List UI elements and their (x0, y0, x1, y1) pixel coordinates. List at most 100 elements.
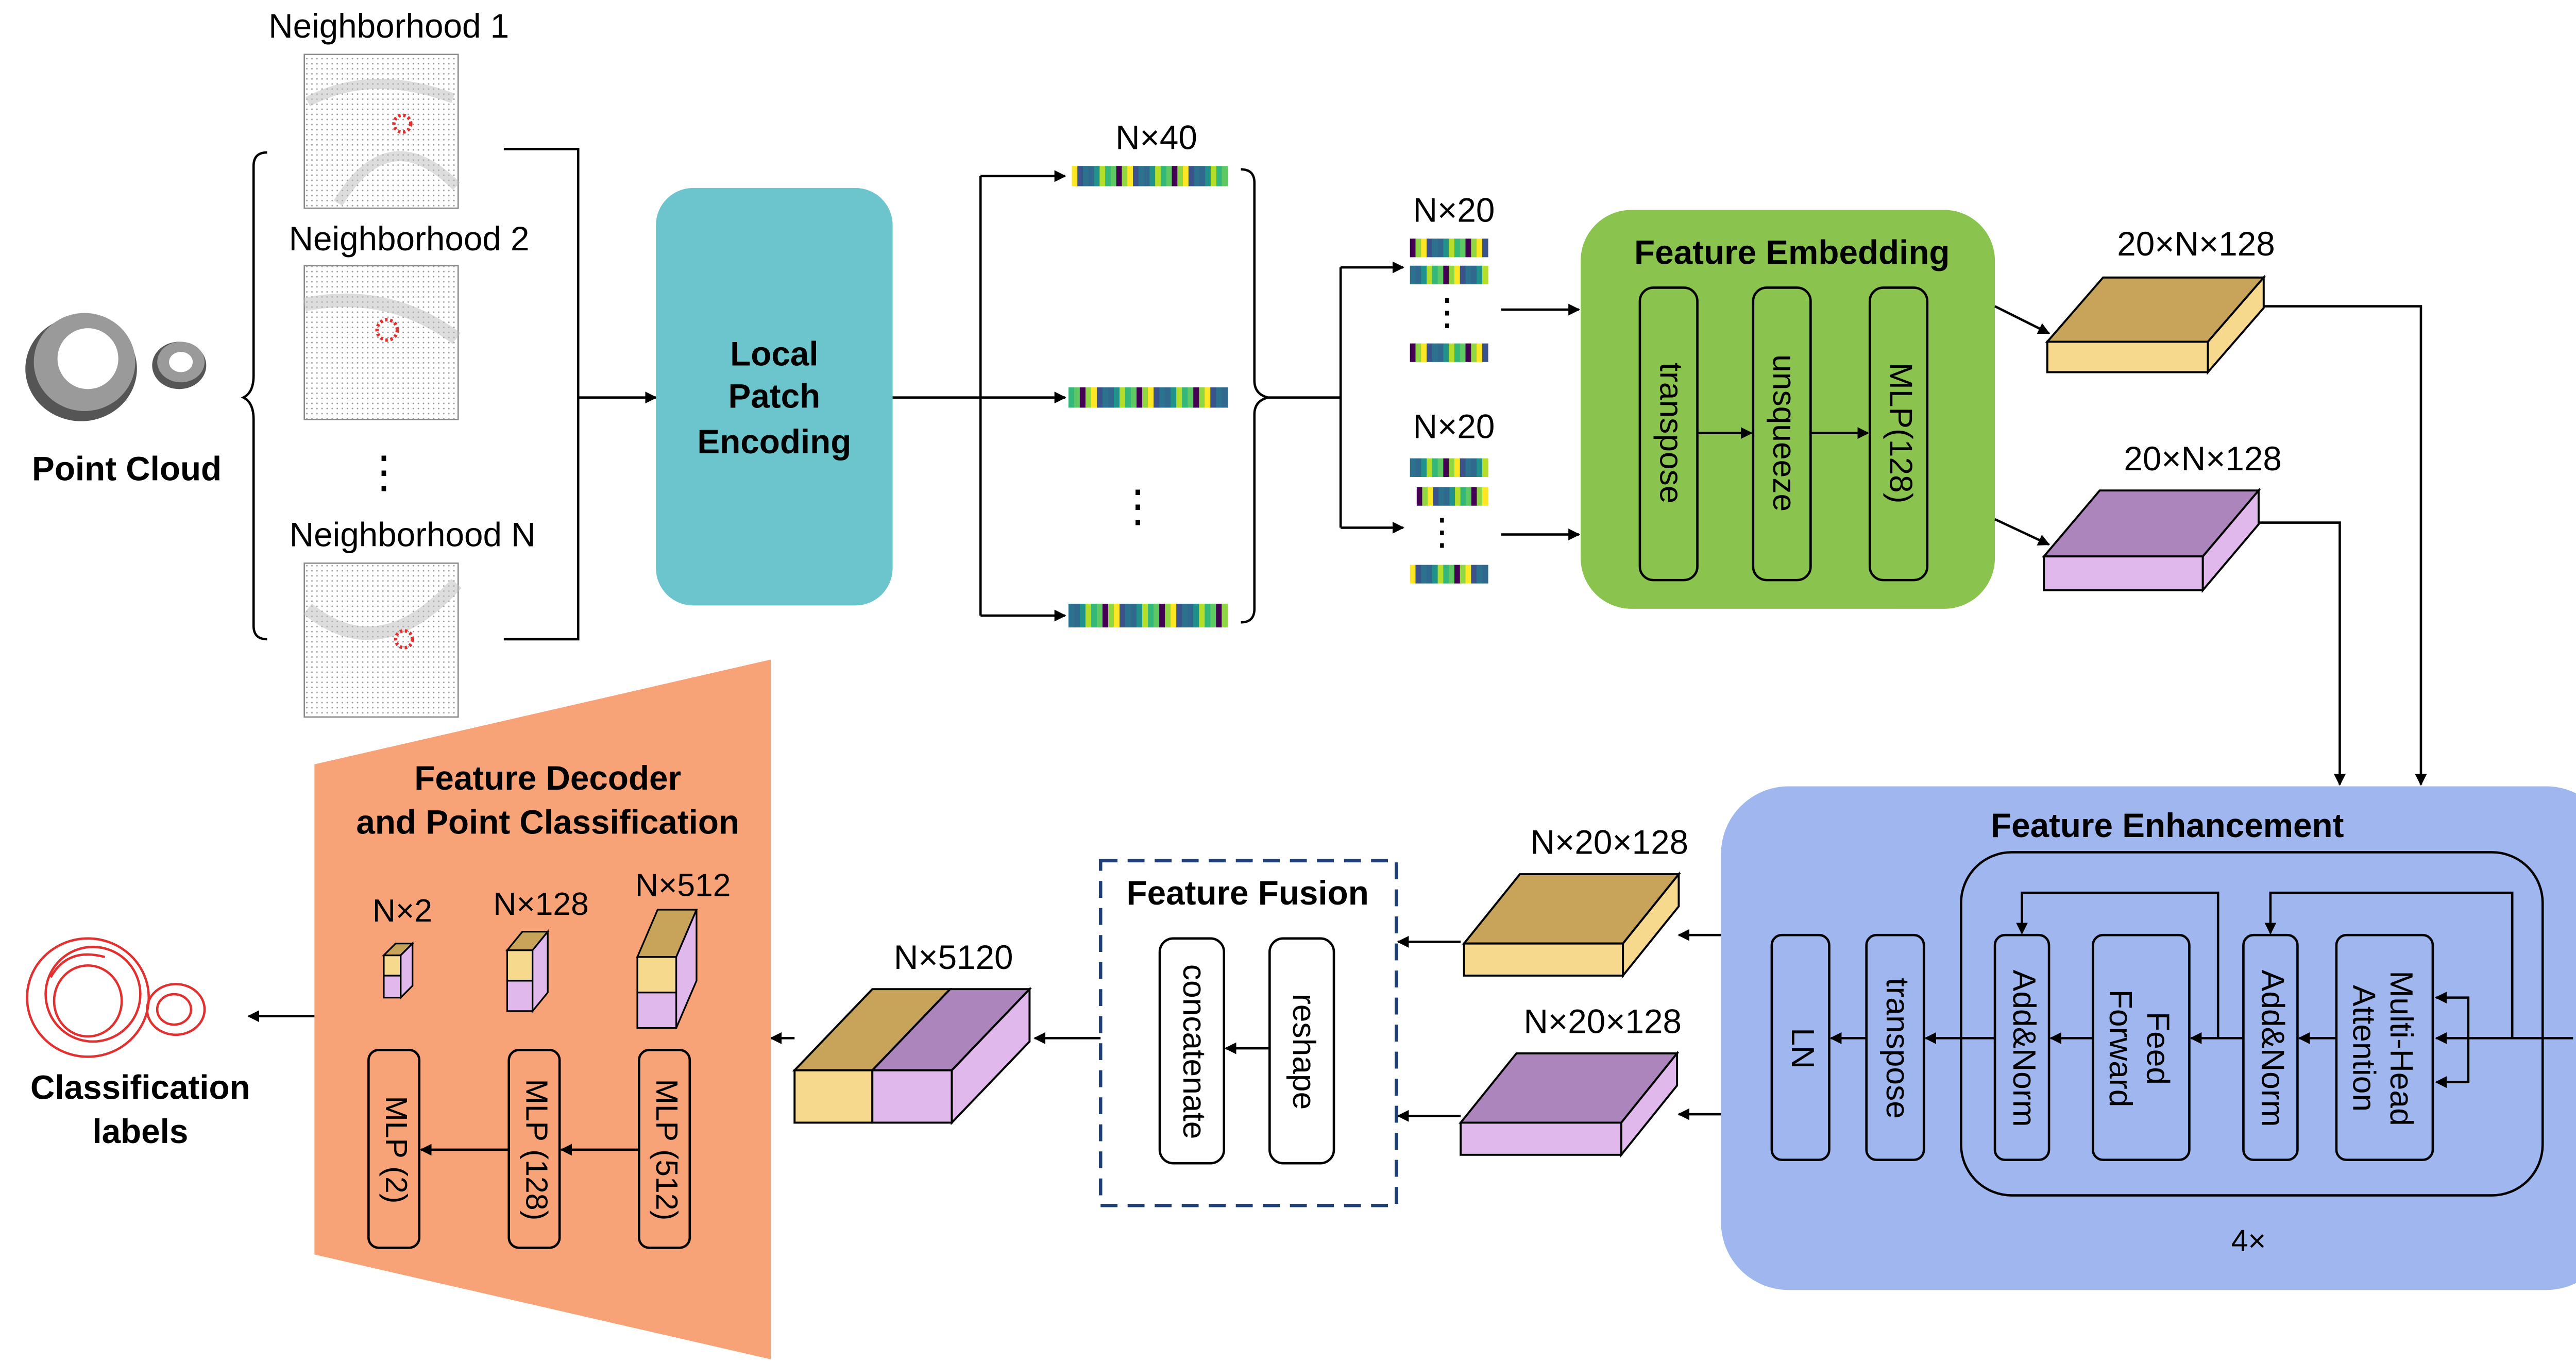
feature-stripe (1148, 604, 1155, 627)
feature-stripe (1477, 238, 1483, 258)
local-patch-line1: Local (730, 335, 818, 372)
feature-stripe (1183, 166, 1189, 186)
feature-stripe (1482, 238, 1488, 258)
feature-stripe (1443, 265, 1450, 284)
feature-stripe (1176, 604, 1183, 627)
op-ln-box (1770, 933, 1831, 1161)
encoder-block-frame (1960, 851, 2544, 1197)
feature-stripe (1099, 166, 1106, 186)
feature-bar-n20-a3 (1410, 343, 1488, 362)
feature-stripe (1159, 604, 1166, 627)
feature-stripe (1465, 265, 1472, 284)
feature-stripe (1415, 238, 1422, 258)
residual-1 (2264, 891, 2514, 1038)
feature-stripe (1416, 487, 1423, 506)
feature-stripe (1205, 166, 1211, 186)
feature-stripe (1454, 565, 1461, 584)
feature-stripe (1188, 166, 1195, 186)
feature-stripe (1154, 604, 1160, 627)
feature-stripe (1155, 166, 1161, 186)
arrow-to-enhancement-2 (2258, 521, 2346, 786)
feature-stripe (1177, 166, 1184, 186)
feature-stripe (1449, 265, 1455, 284)
feature-stripe (1122, 166, 1128, 186)
feature-stripe (1125, 604, 1132, 627)
tensor-decoder-512 (636, 909, 698, 1029)
feature-stripe (1205, 387, 1211, 408)
neighborhood-n-label: Neighborhood N (290, 516, 536, 553)
local-patch-encoding-box (656, 188, 893, 606)
feature-stripe (1088, 166, 1095, 186)
feature-stripe (1482, 343, 1488, 362)
feature-fusion-title: Feature Fusion (1127, 874, 1369, 912)
op-reshape: reshape (1286, 994, 1321, 1110)
op-mlp512: MLP (512) (650, 1079, 684, 1221)
feature-enhancement-title: Feature Enhancement (1991, 807, 2344, 844)
feature-stripe (1082, 166, 1089, 186)
decoder-title-line1: Feature Decoder (414, 759, 681, 797)
feature-stripe (1465, 458, 1472, 477)
feature-stripe (1142, 604, 1149, 627)
feature-stripe (1421, 238, 1428, 258)
feature-stripe (1171, 604, 1177, 627)
feature-stripe (1085, 604, 1092, 627)
feature-embedding-box (1581, 210, 1995, 609)
feature-stripe (1222, 604, 1228, 627)
feature-stripe (1138, 166, 1145, 186)
feature-stripe (1172, 166, 1178, 186)
feature-stripe (1449, 343, 1455, 362)
feature-stripe (1116, 166, 1123, 186)
feature-stripe (1205, 604, 1211, 627)
feature-stripe (1432, 458, 1438, 477)
feature-stripe (1091, 604, 1097, 627)
feature-stripe (1454, 238, 1461, 258)
dim-d128: N×128 (493, 887, 588, 922)
feature-stripe (1427, 458, 1433, 477)
feature-stripe (1460, 487, 1467, 506)
feature-stripe (1127, 166, 1133, 186)
feature-stripe (1427, 265, 1433, 284)
feature-stripe (1427, 565, 1433, 584)
feature-stripe (1159, 387, 1166, 408)
feature-stripe (1428, 487, 1434, 506)
feature-embedding-title: Feature Embedding (1634, 233, 1950, 271)
local-patch-line2: Patch (728, 377, 821, 415)
tensor-decoder-128 (505, 929, 550, 1014)
feature-bar-n20-b3 (1410, 565, 1488, 584)
feature-stripe (1068, 604, 1075, 627)
feature-stripe (1108, 387, 1114, 408)
decoder-title-line2: and Point Classification (356, 803, 739, 841)
arrow-to-enhancement-1 (2263, 305, 2427, 786)
op-mlp128: MLP(128) (1883, 363, 1919, 504)
feature-stripe (1460, 565, 1466, 584)
op-transpose2-box (1865, 933, 1925, 1161)
op-mlp128-dec: MLP (128) (519, 1079, 553, 1221)
feature-stripe (1471, 265, 1478, 284)
feature-stripe (1091, 387, 1097, 408)
feature-stripe (1471, 487, 1478, 506)
dim-d512: N×512 (635, 868, 731, 904)
op-mlp2: MLP (2) (379, 1096, 413, 1203)
feature-stripe (1193, 604, 1200, 627)
feature-stripe (1415, 265, 1422, 284)
feature-stripe (1432, 238, 1438, 258)
feature-stripe (1427, 343, 1433, 362)
op-addnorm1-box (2242, 933, 2299, 1161)
feature-stripe (1102, 387, 1109, 408)
op-mlp2-box (367, 1049, 421, 1249)
feature-stripe (1193, 387, 1200, 408)
feature-stripe (1149, 166, 1156, 186)
feature-stripe (1422, 487, 1429, 506)
feature-stripe (1449, 487, 1456, 506)
dim-f2: N×20×128 (1524, 1003, 1682, 1041)
feature-stripe (1477, 487, 1483, 506)
op-transpose2: transpose (1879, 978, 1915, 1119)
feature-stripe (1443, 458, 1450, 477)
feature-stripe (1432, 343, 1438, 362)
arrow-to-tensor-2 (1994, 518, 2050, 546)
feature-stripe (1410, 458, 1416, 477)
feature-stripe (1194, 166, 1200, 186)
tensor-embedding-1 (2045, 275, 2266, 375)
feature-stripe (1444, 487, 1450, 506)
feature-stripe (1165, 604, 1172, 627)
